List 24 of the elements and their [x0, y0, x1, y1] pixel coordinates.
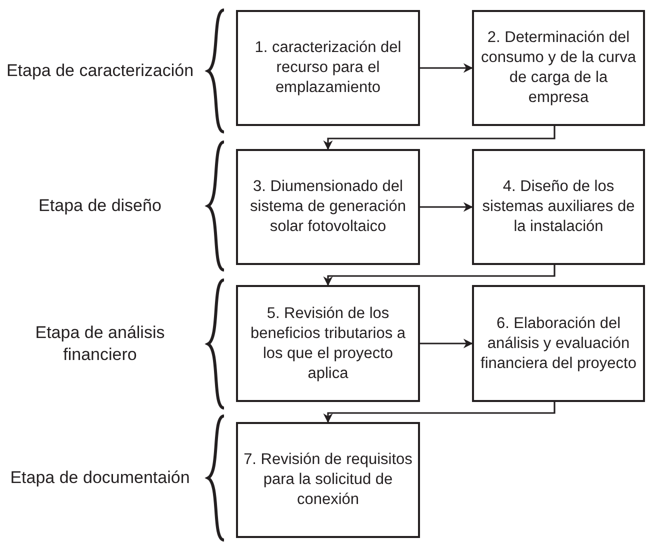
process-box — [472, 10, 645, 126]
process-box — [236, 10, 420, 126]
arrow — [420, 63, 473, 73]
step-text: 2. Determinación del consumo y de la curva de carga de la empresa — [480, 28, 638, 108]
step-text: 1. caracterización del recurso para el emplazamiento — [254, 38, 402, 98]
arrow — [420, 338, 473, 348]
process-box — [236, 149, 420, 265]
step-text: 6. Elaboración del análisis y evaluación financiera del proyecto — [480, 314, 638, 374]
arrow — [323, 126, 556, 150]
stage-label: Etapa de diseño — [38, 195, 162, 217]
process-box — [236, 285, 420, 402]
stage-label: Etapa de documentaión — [10, 467, 190, 489]
step-text: 3. Diumensionado del sistema de generación solar fotovoltaico — [249, 177, 407, 237]
process-box — [472, 285, 645, 402]
stage-label: Etapa de análisis financiero — [34, 322, 166, 366]
process-box — [236, 422, 420, 538]
step-text: 4. Diseño de los sistemas auxiliares de la instalación — [481, 177, 636, 237]
arrow — [323, 402, 556, 423]
process-box — [472, 149, 645, 265]
arrow — [323, 265, 556, 286]
stage-label: Etapa de caracterización — [6, 60, 194, 82]
arrow — [420, 202, 473, 212]
step-text: 7. Revisión de requisitos para la solicitud de conexión — [242, 450, 414, 510]
step-text: 5. Revisión de los beneficios tributarios a los que el proyecto aplica — [249, 304, 407, 384]
